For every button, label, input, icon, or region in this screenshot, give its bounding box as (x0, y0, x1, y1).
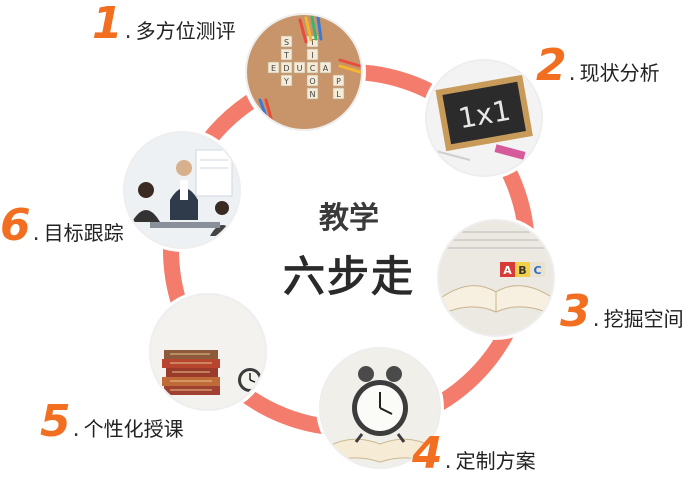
step-6-label: 6 . 目标跟踪 (0, 204, 124, 248)
svg-text:A: A (503, 264, 512, 277)
svg-text:U: U (297, 64, 303, 73)
step-3-image: A B C (434, 216, 558, 340)
step-5-image (146, 290, 270, 414)
center-title-line1: 教学 (319, 201, 379, 236)
step-6-dot: . (32, 221, 40, 246)
svg-text:C: C (310, 64, 316, 73)
svg-text:L: L (336, 90, 341, 99)
svg-text:E: E (271, 64, 276, 73)
step-6-number: 6 (0, 200, 31, 251)
step-6-image (120, 128, 244, 252)
step-5-dot: . (72, 417, 80, 442)
center-title-line2: 六步走 (282, 252, 415, 301)
arrow-2 (479, 194, 493, 206)
ring-arrows (194, 93, 493, 384)
svg-text:N: N (310, 90, 316, 99)
step-2-image: 1x1 (422, 56, 546, 180)
step-5-label: 5 . 个性化授课 (40, 400, 184, 444)
step-4-dot: . (444, 449, 452, 474)
step-5-number: 5 (40, 396, 71, 447)
step-3-number: 3 (560, 286, 591, 337)
svg-text:I: I (311, 51, 313, 60)
step-4-text: 定制方案 (455, 449, 536, 473)
arrow-1 (382, 93, 394, 107)
step-2-text: 现状分析 (579, 61, 660, 85)
arrow-4 (286, 370, 298, 384)
arrow-3 (466, 338, 479, 351)
step-3-label: 3 . 挖掘空间 (560, 290, 684, 334)
step-1-dot: . (124, 19, 132, 44)
svg-text:C: C (533, 264, 541, 277)
step-2-number: 2 (536, 40, 567, 91)
step-1-number: 1 (92, 0, 123, 49)
svg-text:D: D (283, 64, 289, 73)
step-3-text: 挖掘空间 (603, 307, 684, 331)
svg-text:T: T (283, 51, 289, 60)
svg-text:P: P (336, 77, 341, 86)
arrow-5 (194, 267, 208, 279)
step-1-image: E D U C A T I O N S T Y P L (242, 10, 366, 134)
step-4-number: 4 (412, 428, 443, 479)
svg-text:Y: Y (283, 77, 289, 86)
svg-text:S: S (284, 38, 289, 47)
svg-text:O: O (309, 77, 315, 86)
svg-text:T: T (309, 38, 315, 47)
step-5-text: 个性化授课 (83, 417, 184, 441)
step-2-dot: . (568, 61, 576, 86)
arrow-6 (234, 132, 248, 145)
step-2-label: 2 . 现状分析 (536, 44, 660, 88)
chalkboard-1x1-icon: 1x1 (431, 74, 533, 161)
step-4-label: 4 . 定制方案 (412, 432, 536, 476)
svg-text:A: A (323, 64, 329, 73)
step-4-image (316, 344, 444, 472)
step-3-dot: . (592, 307, 600, 332)
step-1-label: 1 . 多方位测评 (92, 2, 236, 46)
step-1-text: 多方位测评 (135, 19, 236, 43)
step-6-text: 目标跟踪 (43, 221, 124, 245)
svg-text:B: B (518, 264, 526, 277)
